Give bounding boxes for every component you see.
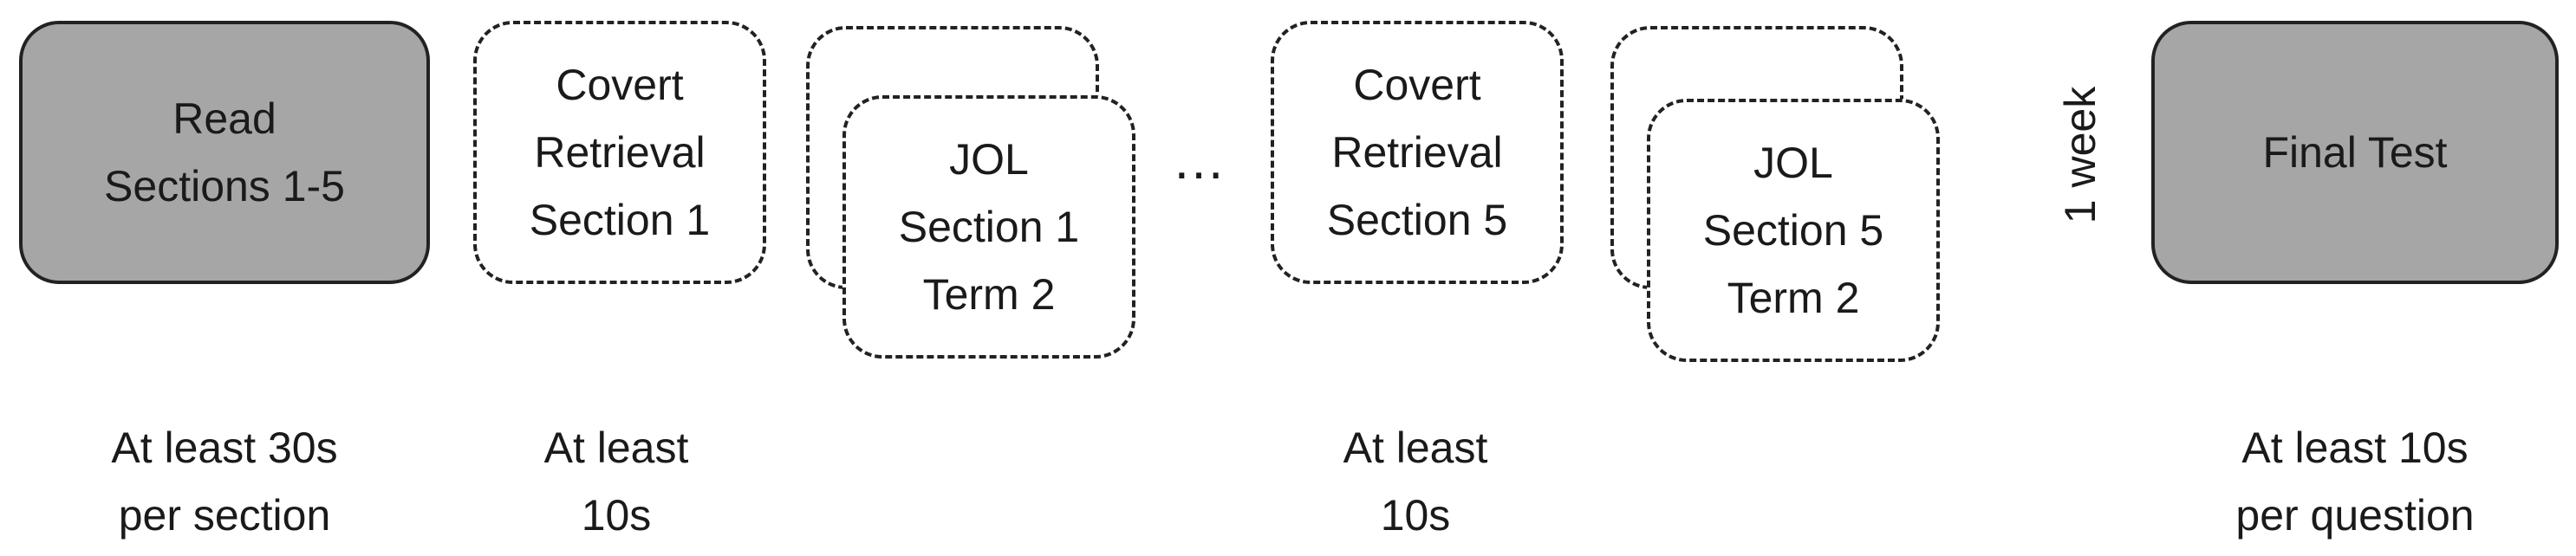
final-test-timing: At least 10s per question [2235, 423, 2475, 540]
jol-section-1-label: JOL Section 1 Term 2 [898, 135, 1080, 319]
read-sections-label: Read Sections 1-5 [104, 94, 345, 210]
final-test-label: Final Test [2262, 128, 2448, 177]
jol-section-1-box: JOL Section 1 Term 2 [842, 95, 1135, 359]
read-timing: At least 30s per section [111, 423, 338, 540]
delay-label: 1 week [2056, 86, 2104, 224]
covert-retrieval-section-5-label: Covert Retrieval Section 5 [1326, 61, 1508, 244]
jol-section-5-label: JOL Section 5 Term 2 [1702, 139, 1884, 322]
final-test-box: Final Test [2151, 21, 2559, 284]
read-sections-box: Read Sections 1-5 [19, 21, 430, 284]
ellipsis: … [1172, 131, 1231, 191]
covert-retrieval-section-1-box: Covert Retrieval Section 1 [473, 21, 766, 284]
covert-retrieval-section-5-box: Covert Retrieval Section 5 [1271, 21, 1564, 284]
covert-retrieval-section-5-timing: At least 10s [1343, 423, 1488, 540]
covert-retrieval-section-1-label: Covert Retrieval Section 1 [529, 61, 711, 244]
covert-retrieval-section-1-timing: At least 10s [543, 423, 689, 540]
jol-section-5-box: JOL Section 5 Term 2 [1647, 99, 1940, 362]
